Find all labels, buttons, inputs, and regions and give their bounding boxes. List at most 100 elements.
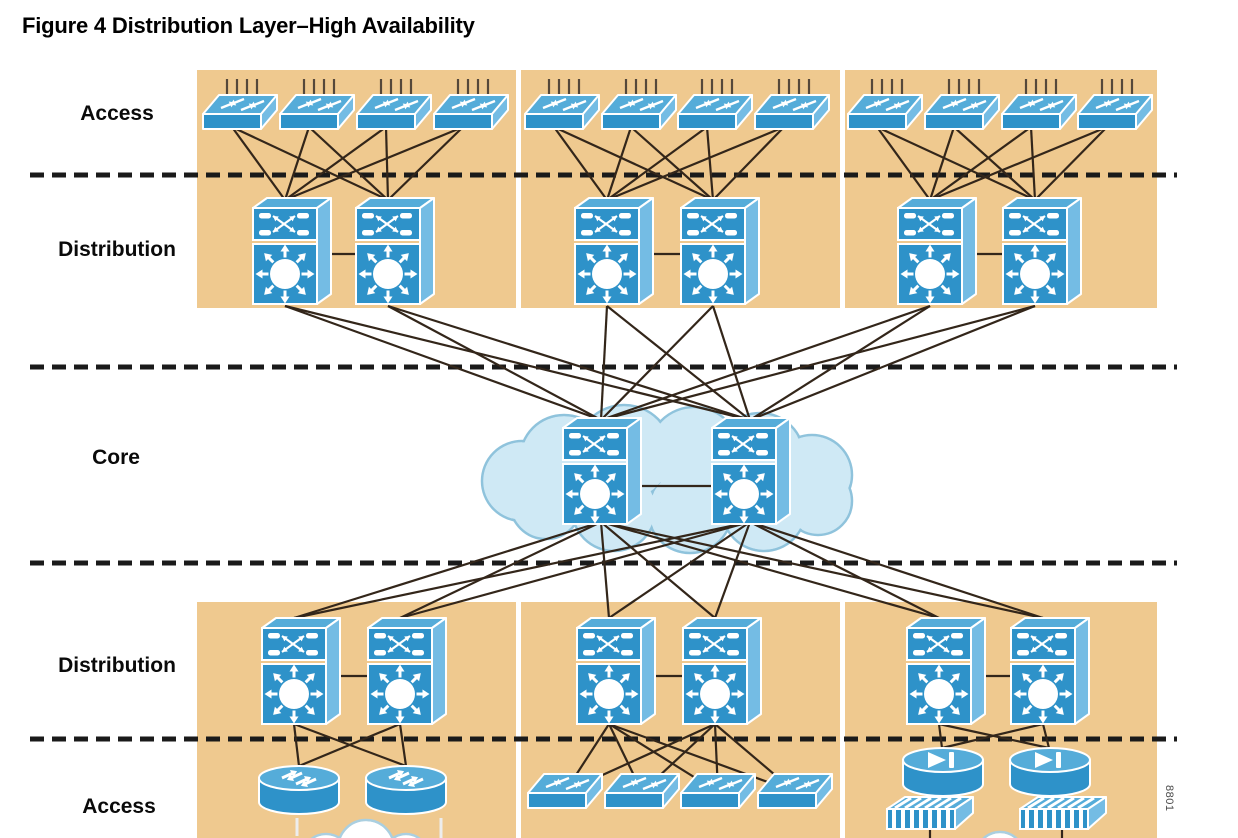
network-link <box>387 126 464 201</box>
network-link <box>606 305 751 421</box>
figure-number: 8801 <box>1163 785 1175 812</box>
network-link <box>929 125 1108 202</box>
network-link <box>1029 126 1037 201</box>
multilayer-switch-icon <box>897 197 977 305</box>
network-link <box>749 520 1044 620</box>
layer-panel <box>197 602 516 838</box>
core-cloud <box>480 403 854 555</box>
router-icon <box>258 765 340 815</box>
workgroup-switch-icon <box>604 773 680 809</box>
network-link <box>928 126 956 201</box>
multilayer-switch-icon <box>261 617 341 725</box>
network-link <box>387 305 602 421</box>
network-link <box>600 521 716 619</box>
workgroup-switch-icon <box>924 79 1000 130</box>
layer-label-access-top: Access <box>80 102 154 125</box>
workgroup-switch-icon <box>757 773 833 809</box>
network-link <box>231 126 286 201</box>
network-link <box>953 126 1036 201</box>
network-link <box>600 304 931 422</box>
network-link <box>553 126 608 201</box>
workgroup-switch-icon <box>1001 79 1077 130</box>
workgroup-switch-icon <box>524 79 600 130</box>
multilayer-switch-icon <box>680 197 760 305</box>
layer-label-distribution-bottom: Distribution <box>58 654 176 677</box>
network-link <box>600 520 940 620</box>
workgroup-switch-icon <box>754 79 830 130</box>
multilayer-switch-icon <box>1002 197 1082 305</box>
server-farm-icon <box>886 796 974 830</box>
multilayer-switch-icon <box>906 617 986 725</box>
router-icon <box>365 765 447 815</box>
workgroup-switch-icon <box>680 773 756 809</box>
network-link <box>712 126 785 201</box>
network-link <box>284 125 464 202</box>
workgroup-switch-icon <box>1077 79 1153 130</box>
network-link <box>600 520 1044 620</box>
network-link <box>599 521 611 619</box>
workgroup-switch-icon <box>677 79 753 130</box>
network-link <box>284 126 387 201</box>
network-link <box>876 126 931 201</box>
layer-label-core: Core <box>92 446 140 469</box>
network-link <box>608 521 751 619</box>
network-link <box>941 722 1044 750</box>
workgroup-switch-icon <box>601 79 677 130</box>
content-switch-icon <box>1009 747 1091 797</box>
network-link <box>292 723 301 767</box>
network-link <box>231 126 389 201</box>
network-link <box>711 305 752 421</box>
layer-panel <box>845 602 1157 838</box>
network-link <box>399 521 602 619</box>
network-link <box>713 521 752 619</box>
layer-label-access-bottom: Access <box>82 795 156 818</box>
network-link <box>399 520 751 620</box>
network-link <box>749 521 940 619</box>
multilayer-switch-icon <box>367 617 447 725</box>
network-link <box>937 723 944 749</box>
edge-cloud <box>982 830 1018 838</box>
network-link <box>606 125 785 202</box>
network-link <box>1041 723 1051 749</box>
network-link <box>606 126 708 201</box>
network-link <box>387 304 751 422</box>
network-link <box>749 305 931 421</box>
multilayer-switch-icon <box>682 617 762 725</box>
multilayer-switch-icon <box>252 197 332 305</box>
network-link <box>1034 126 1108 201</box>
device-nodes <box>202 79 1153 830</box>
network-link <box>929 126 1032 201</box>
layer-label-distribution-top: Distribution <box>58 238 176 261</box>
network-link <box>553 126 714 201</box>
workgroup-switch-icon <box>356 79 432 130</box>
network-link <box>876 126 1036 201</box>
multilayer-switch-icon <box>576 617 656 725</box>
multilayer-switch-icon <box>562 417 642 525</box>
network-link <box>308 126 389 201</box>
network-link <box>600 305 714 421</box>
workgroup-switch-icon <box>527 773 603 809</box>
network-link <box>599 305 609 421</box>
network-link <box>749 304 1036 422</box>
network-link <box>293 520 602 620</box>
network-link <box>605 126 633 201</box>
workgroup-switch-icon <box>847 79 923 130</box>
network-link <box>600 304 1036 422</box>
workgroup-switch-icon <box>202 79 278 130</box>
network-link <box>608 722 796 794</box>
network-link <box>705 126 715 201</box>
figure-title: Figure 4 Distribution Layer–High Availab… <box>22 13 475 38</box>
multilayer-switch-icon <box>355 197 435 305</box>
multilayer-switch-icon <box>1010 617 1090 725</box>
network-link <box>630 126 714 201</box>
network-link <box>398 723 408 767</box>
network-link <box>283 126 311 201</box>
network-link <box>384 126 390 201</box>
workgroup-switch-icon <box>279 79 355 130</box>
network-link <box>298 722 401 768</box>
network-link <box>284 304 602 422</box>
content-switch-icon <box>902 747 984 797</box>
multilayer-switch-icon <box>711 417 791 525</box>
